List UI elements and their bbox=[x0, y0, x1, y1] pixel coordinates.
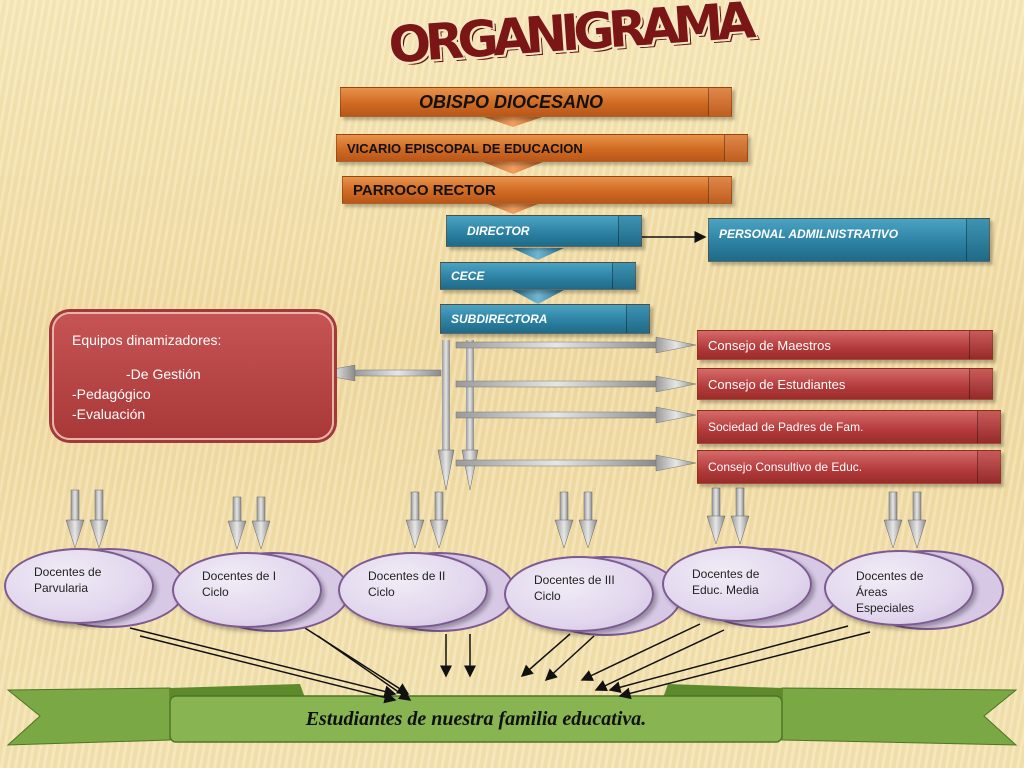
subdirectora-label: SUBDIRECTORA bbox=[451, 312, 548, 326]
subdirectora-box: SUBDIRECTORA bbox=[440, 304, 650, 334]
docentes-areas-especiales: Docentes de Áreas Especiales bbox=[824, 550, 974, 626]
vicario-label: VICARIO EPISCOPAL DE EDUCACION bbox=[347, 140, 583, 156]
obispo-box: OBISPO DIOCESANO bbox=[340, 87, 732, 117]
docentes-educ-media: Docentes de Educ. Media bbox=[662, 546, 812, 622]
docentes-parvularia: Docentes de Parvularia bbox=[4, 548, 154, 624]
equipos-item: -Pedagógico bbox=[72, 386, 151, 402]
estudiantes-banner: Estudiantes de nuestra familia educativa… bbox=[305, 707, 647, 730]
consejo-label: Sociedad de Padres de Fam. bbox=[708, 420, 864, 434]
personal-label: PERSONAL ADMILNISTRATIVO bbox=[719, 227, 899, 241]
director-label: DIRECTOR bbox=[467, 224, 530, 238]
down-arrow bbox=[478, 115, 548, 127]
consejo-maestros: Consejo de Maestros bbox=[697, 330, 993, 360]
docentes-ii-ciclo: Docentes de II Ciclo bbox=[338, 552, 488, 628]
equipos-box: Equipos dinamizadores: -De Gestión -Peda… bbox=[52, 312, 334, 440]
equipos-item: -Evaluación bbox=[72, 406, 146, 422]
consejo-label: Consejo de Estudiantes bbox=[708, 376, 846, 392]
consejo-label: Consejo de Maestros bbox=[708, 337, 831, 353]
equipos-heading: Equipos dinamizadores: bbox=[72, 332, 222, 348]
docentes-label: Docentes de II Ciclo bbox=[368, 569, 446, 599]
sociedad-padres: Sociedad de Padres de Fam. bbox=[697, 410, 1001, 444]
docentes-i-ciclo: Docentes de I Ciclo bbox=[172, 552, 322, 628]
director-box: DIRECTOR bbox=[446, 215, 642, 247]
obispo-label: OBISPO DIOCESANO bbox=[419, 91, 604, 112]
consejo-label: Consejo Consultivo de Educ. bbox=[708, 460, 863, 474]
down-arrow bbox=[512, 290, 564, 304]
cece-box: CECE bbox=[440, 262, 636, 290]
cece-label: CECE bbox=[451, 269, 485, 283]
personal-box: PERSONAL ADMILNISTRATIVO bbox=[708, 218, 990, 262]
consejo-consultivo: Consejo Consultivo de Educ. bbox=[697, 450, 1001, 484]
docentes-label: Docentes de I Ciclo bbox=[202, 569, 277, 599]
vicario-box: VICARIO EPISCOPAL DE EDUCACION bbox=[336, 134, 748, 162]
down-arrow bbox=[478, 160, 548, 174]
down-arrow bbox=[512, 248, 564, 260]
docentes-label: Docentes de III Ciclo bbox=[534, 573, 615, 603]
docentes-label: Docentes de Áreas Especiales bbox=[856, 569, 924, 615]
parroco-label: PARROCO RECTOR bbox=[353, 181, 496, 199]
docentes-label: Docentes de Parvularia bbox=[34, 565, 102, 595]
docentes-iii-ciclo: Docentes de III Ciclo bbox=[504, 556, 654, 632]
parroco-box: PARROCO RECTOR bbox=[342, 176, 732, 204]
banner-shape bbox=[6, 687, 171, 746]
docentes-label: Docentes de Educ. Media bbox=[692, 567, 760, 597]
consejo-estudiantes: Consejo de Estudiantes bbox=[697, 368, 993, 400]
equipos-item: -De Gestión bbox=[126, 366, 201, 382]
